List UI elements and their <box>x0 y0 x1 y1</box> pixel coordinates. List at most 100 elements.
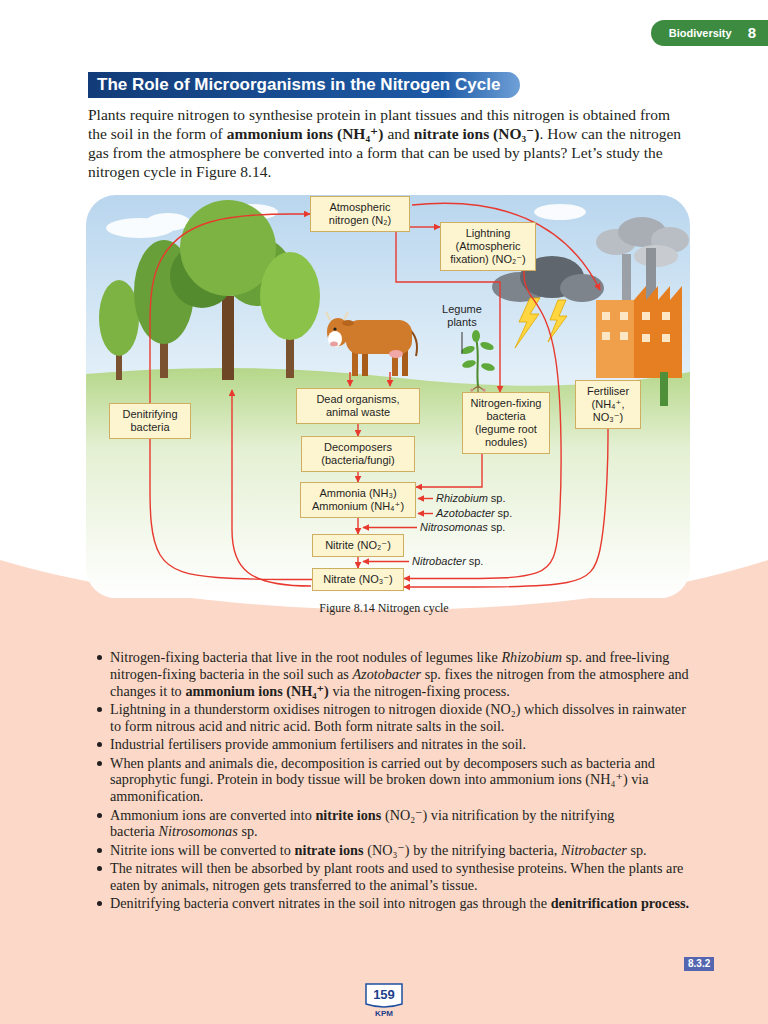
cow <box>333 327 336 330</box>
bullet-text: nitrite ions <box>315 807 381 823</box>
bullet-dot <box>97 655 102 660</box>
chapter-tab: Biodiversity8 <box>651 20 768 46</box>
intro-paragraph-text: nitrate ions (NO₃⁻) <box>414 125 540 142</box>
tree <box>99 280 139 356</box>
bacteria-label: Rhizobiumsp. <box>436 492 506 505</box>
factory <box>642 334 650 342</box>
plant-label: Legume plants <box>438 303 486 329</box>
legume-plant <box>479 340 495 351</box>
bullet-text: sp. <box>630 842 646 858</box>
cycle-arrow <box>418 513 433 514</box>
bullet-text: sp. <box>241 823 257 839</box>
lightning-bolt <box>515 298 567 348</box>
bullet-dot <box>97 901 102 906</box>
bacteria-label-text: sp. <box>491 492 506 504</box>
legume-plant <box>472 330 480 342</box>
bullet-text: When plants and animals die, decompositi… <box>110 755 655 805</box>
landscape <box>86 204 690 598</box>
cycle-arrow <box>416 454 482 487</box>
node-text: Ammonia (NH₃) Ammonium (NH₄⁺) <box>307 487 409 513</box>
node-text: Nitrate (NO₃⁻) <box>319 573 397 586</box>
bullet-point: Lightning in a thunderstorm oxidises nit… <box>96 701 690 735</box>
factory <box>662 312 670 320</box>
bullet-text: nitrate ions <box>295 842 364 858</box>
cycle-arrow <box>363 561 409 562</box>
cloud <box>534 204 586 220</box>
cycle-arrow <box>357 518 358 534</box>
legume-plant <box>461 359 476 369</box>
leader-line <box>462 332 463 354</box>
section-code: 8.3.2 <box>684 957 714 971</box>
cycle-arrow <box>404 271 561 579</box>
publisher-mark-text: KPM <box>375 1009 393 1018</box>
node-text: 8 <box>748 24 756 42</box>
bacteria-label-text: Nitrosomonas <box>420 521 488 533</box>
factory <box>642 312 650 320</box>
bullet-text: Lightning in a thunderstorm oxidises nit… <box>110 701 686 734</box>
thunder-cloud <box>560 274 604 302</box>
process-box: Atmospheric nitrogen (N₂) <box>310 196 410 232</box>
page-number: 159 <box>364 987 404 1002</box>
node-text: Atmospheric nitrogen (N₂) <box>317 201 403 227</box>
process-box: Denitrifying bacteria <box>109 403 191 439</box>
page-number-book <box>366 984 402 1007</box>
node-text: Lightning (Atmospheric fixation) (NO₂⁻) <box>447 227 529 266</box>
process-box: Fertiliser (NH₄⁺, NO₃⁻) <box>575 380 641 429</box>
bullet-dot <box>97 761 102 766</box>
cycle-arrow <box>418 498 433 499</box>
factory <box>620 312 628 320</box>
ground <box>86 368 690 598</box>
cycle-arrow <box>357 472 358 482</box>
bullet-dot <box>97 848 102 853</box>
process-box: Nitrite (NO₂⁻) <box>312 534 404 557</box>
node-text: Decomposers (bacteria/fungi) <box>308 441 408 467</box>
cow <box>342 320 354 326</box>
process-box: Ammonia (NH₃) Ammonium (NH₄⁺) <box>300 482 416 518</box>
node-text: Nitrite (NO₂⁻) <box>319 539 397 552</box>
bullet-dot <box>97 866 102 871</box>
cow <box>330 342 338 347</box>
process-box: Dead organisms, animal waste <box>296 388 420 424</box>
cow <box>346 320 412 354</box>
caption-text: Figure 8.14 Nitrogen cycle <box>319 601 448 615</box>
bullet-point: When plants and animals die, decompositi… <box>96 755 690 805</box>
node-text: Fertiliser (NH₄⁺, NO₃⁻) <box>582 385 634 424</box>
factory <box>662 334 670 342</box>
factory <box>634 286 682 378</box>
bullet-dot <box>97 707 102 712</box>
bacteria-label: Azotobactersp. <box>436 507 512 520</box>
pink-ground <box>0 560 768 1024</box>
factory <box>602 332 610 340</box>
cycle-arrow <box>349 372 350 386</box>
cow <box>326 312 417 376</box>
cow <box>326 312 348 320</box>
bullet-text: Rhizobium <box>501 649 562 665</box>
publisher-mark: KPM <box>364 1009 404 1018</box>
bullet-point: The nitrates will then be absorbed by pl… <box>96 860 690 894</box>
page-number-text: 159 <box>373 987 395 1002</box>
factory <box>596 300 636 378</box>
bullet-dot <box>97 742 102 747</box>
cow <box>328 331 342 347</box>
bullet-point: Denitrifying bacteria convert nitrates i… <box>96 895 690 912</box>
node-text: 8.3.2 <box>688 958 710 969</box>
intro-paragraph-text: and <box>387 125 409 142</box>
bullet-text: Industrial fertilisers provide ammonium … <box>110 736 526 752</box>
plant-label-text: Legume plants <box>442 303 482 328</box>
cycle-arrow <box>150 439 312 580</box>
factory <box>602 312 610 320</box>
legume-plant <box>476 338 478 386</box>
cycle-arrow <box>150 214 310 403</box>
intro-paragraph: Plants require nitrogen to synthesise pr… <box>88 105 690 181</box>
title-bar: The Role of Microorganisms in the Nitrog… <box>88 72 520 98</box>
bullet-text: Azotobacter <box>352 666 421 682</box>
bullet-text: Nitrosomonas <box>159 823 238 839</box>
cycle-arrow <box>357 557 358 568</box>
figure-panel <box>86 195 690 598</box>
legume-plant <box>480 362 495 372</box>
bacteria-label-text: sp. <box>498 507 513 519</box>
bullet-dot <box>97 813 102 818</box>
figure-caption: Figure 8.14 Nitrogen cycle <box>0 601 768 616</box>
cycle-arrow <box>410 226 440 227</box>
cycle-arrow <box>357 424 358 436</box>
